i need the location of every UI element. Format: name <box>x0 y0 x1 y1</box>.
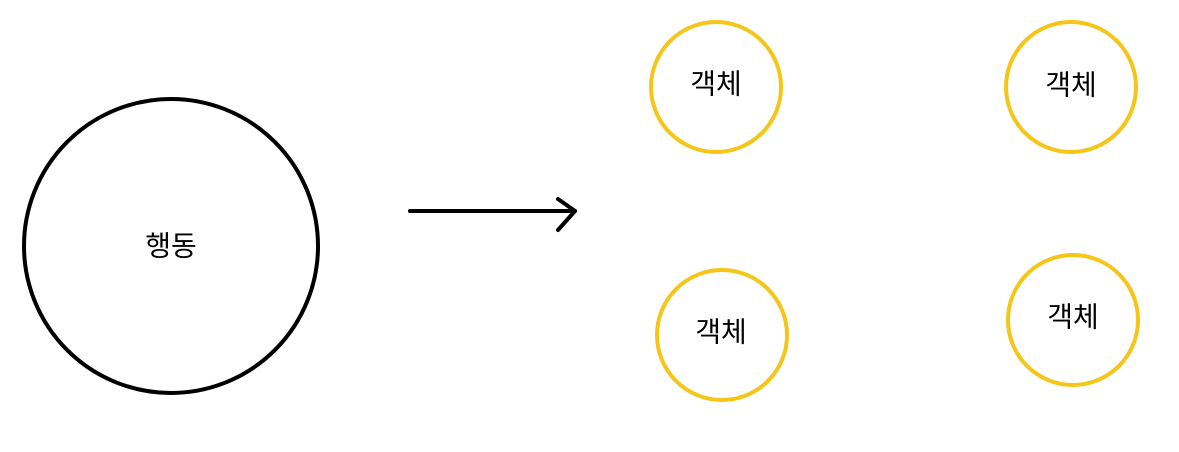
target-node-circle <box>649 20 783 154</box>
target-node-2: 객체 <box>1004 20 1138 154</box>
arrow <box>408 197 577 232</box>
target-node-circle <box>1006 253 1140 387</box>
target-node-3: 객체 <box>655 268 789 402</box>
source-node-circle <box>22 97 320 395</box>
target-node-circle <box>655 268 789 402</box>
target-node-label: 객체 <box>1047 301 1099 334</box>
target-node-label: 객체 <box>690 68 742 101</box>
target-node-circle <box>1004 20 1138 154</box>
source-node: 행동 <box>22 97 320 395</box>
arrow-head <box>556 197 577 232</box>
source-node-label: 행동 <box>145 230 197 263</box>
target-node-1: 객체 <box>649 20 783 154</box>
target-node-label: 객체 <box>1045 69 1097 102</box>
target-node-label: 객체 <box>695 316 747 349</box>
target-node-4: 객체 <box>1006 253 1140 387</box>
